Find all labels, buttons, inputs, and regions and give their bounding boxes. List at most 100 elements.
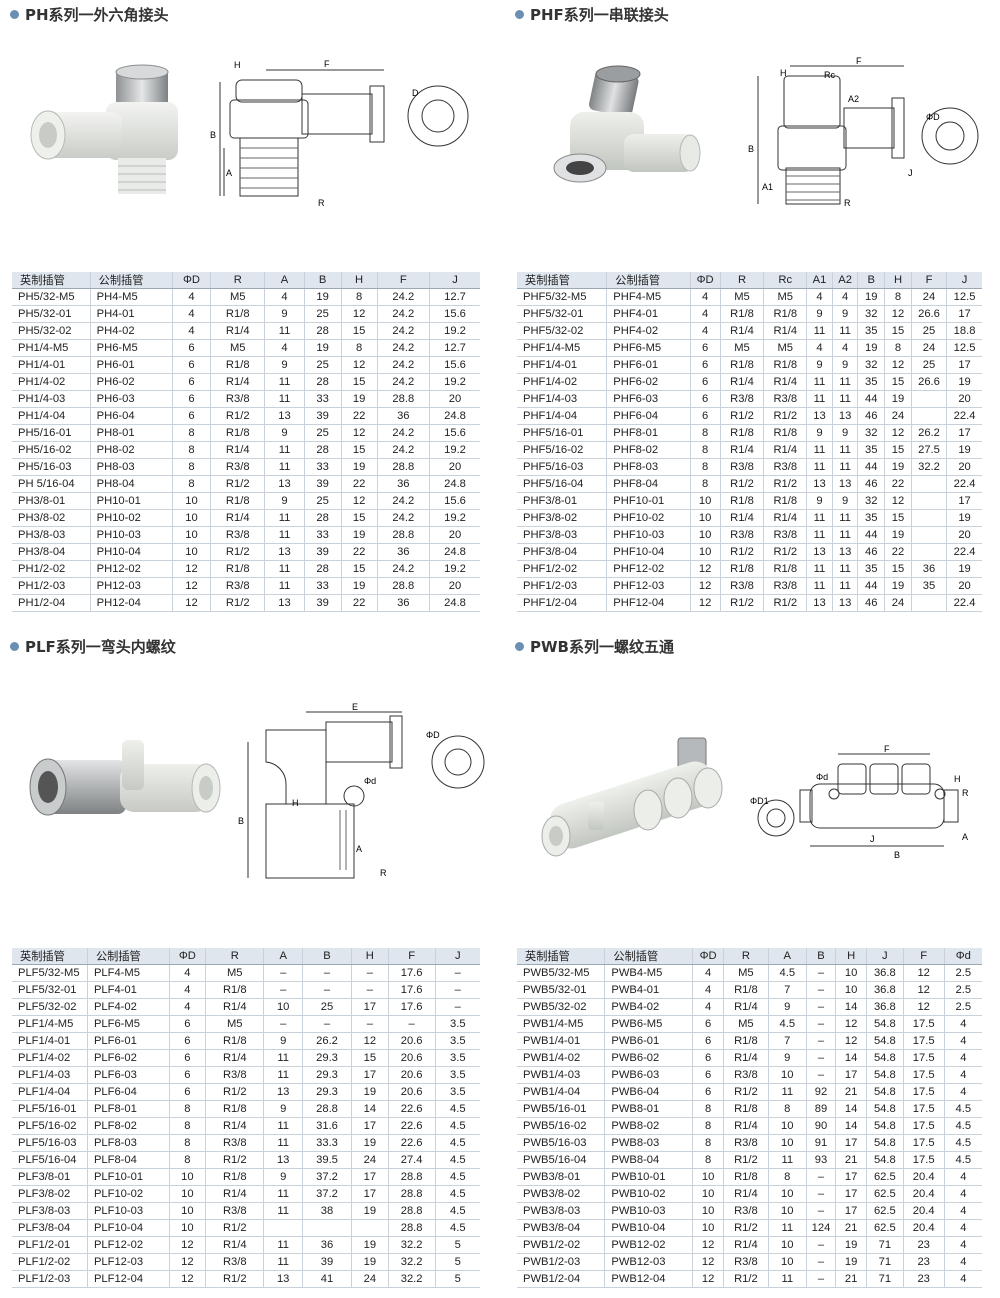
table-cell: 3.5 [435, 1032, 480, 1050]
table-cell: 124 [806, 1219, 837, 1237]
table-cell: 19 [946, 509, 982, 527]
table-cell: – [806, 1236, 837, 1254]
table-cell: PH10-01 [90, 492, 173, 510]
pwb-fitting-photo [541, 737, 723, 857]
table-cell: PLF5/16-01 [12, 1100, 88, 1118]
table-cell: PLF3/8-01 [12, 1168, 88, 1186]
table-cell: PWB1/4-04 [517, 1083, 606, 1101]
table-cell: 4 [692, 981, 724, 999]
table-cell: 19 [835, 1253, 867, 1271]
table-cell: PH1/2-04 [12, 594, 91, 612]
dim-label: Φd [816, 772, 828, 782]
table-cell: 17 [835, 1066, 867, 1084]
table-cell: – [806, 1015, 837, 1033]
column-header: ΦD [692, 948, 724, 965]
table-cell: 35 [857, 322, 886, 340]
table-cell: 12 [172, 577, 211, 595]
table-cell: R1/8 [205, 981, 265, 999]
pwb-dimension-drawing: F Φd ΦD1 H R J B A [750, 744, 969, 860]
table-cell: – [435, 998, 480, 1016]
table-cell: PHF6-02 [606, 373, 691, 391]
column-header: R [723, 948, 769, 965]
table-cell: PHF5/32-02 [517, 322, 608, 340]
table-cell: 19 [304, 339, 342, 357]
table-cell: R1/4 [763, 441, 808, 459]
table-cell: 8 [690, 441, 721, 459]
table-cell: 8 [768, 1100, 807, 1118]
table-cell: PHF4-02 [606, 322, 691, 340]
phf-fitting-photo [553, 65, 701, 183]
table-cell: R1/8 [205, 1168, 265, 1186]
table-cell: 22.4 [946, 594, 982, 612]
table-cell: 11 [832, 526, 859, 544]
table-cell: 20.6 [388, 1049, 436, 1067]
column-header: 公制插管 [604, 948, 694, 965]
table-cell: 9 [263, 1168, 304, 1186]
table-cell: PLF1/2-03 [12, 1270, 88, 1288]
table-cell: PLF6-01 [87, 1032, 170, 1050]
table-cell: 8 [169, 1134, 207, 1152]
table-cell: 9 [264, 424, 305, 442]
table-cell: 54.8 [866, 1032, 904, 1050]
table-cell: R1/4 [723, 1185, 769, 1203]
table-cell: PLF12-04 [87, 1270, 170, 1288]
table-cell: PLF1/2-01 [12, 1236, 88, 1254]
table-cell: 12 [884, 492, 912, 510]
table-cell: 44 [857, 458, 886, 476]
table-cell: 10 [172, 509, 211, 527]
table-cell: 4 [944, 1015, 982, 1033]
table-cell: M5 [205, 964, 265, 982]
table-cell: 10 [768, 1134, 807, 1152]
table-cell: R3/8 [205, 1066, 265, 1084]
table-cell: 33 [304, 458, 342, 476]
table-cell: PH1/4-M5 [12, 339, 91, 357]
table-cell: 4 [690, 322, 721, 340]
column-header: H [884, 272, 912, 289]
table-cell: PHF1/4-03 [517, 390, 608, 408]
table-cell: 36 [377, 594, 431, 612]
table-cell: PHF5/32-01 [517, 305, 608, 323]
table-cell: 11 [832, 509, 859, 527]
table-cell: 22 [341, 594, 378, 612]
table-cell: PLF5/32-02 [12, 998, 88, 1016]
table-cell: PH 5/16-04 [12, 475, 91, 493]
table-cell: PHF6-03 [606, 390, 691, 408]
table-cell: PH4-M5 [90, 288, 173, 306]
table-cell: 11 [806, 577, 833, 595]
column-header: 英制插管 [12, 272, 91, 289]
section-title-text: PH系列一外六角接头 [25, 6, 169, 24]
table-cell: 20 [946, 390, 982, 408]
table-cell: 9 [768, 1049, 807, 1067]
table-cell: R3/8 [723, 1253, 769, 1271]
table-cell: 32.2 [388, 1236, 436, 1254]
table-cell: 26.2 [911, 424, 948, 442]
column-header: B [857, 272, 886, 289]
table-cell: 22.6 [388, 1134, 436, 1152]
table-cell: M5 [763, 288, 808, 306]
table-cell: 10 [169, 1185, 207, 1203]
table-cell: 7 [768, 1032, 807, 1050]
table-cell: 11 [806, 526, 833, 544]
dim-label: Φd [364, 776, 376, 786]
table-cell: PWB8-01 [604, 1100, 694, 1118]
table-cell: 19 [884, 526, 912, 544]
table-cell: 4 [690, 305, 721, 323]
table-cell: 15 [341, 322, 378, 340]
table-cell: 25 [302, 998, 352, 1016]
dim-label: A2 [848, 94, 859, 104]
table-cell: PWB5/16-01 [517, 1100, 606, 1118]
table-cell: R1/2 [763, 594, 808, 612]
table-cell: PLF6-03 [87, 1066, 170, 1084]
dim-label: Rc [824, 70, 835, 80]
table-cell: PWB1/2-04 [517, 1270, 606, 1288]
table-cell: 17 [946, 424, 982, 442]
table-cell: 11 [832, 322, 859, 340]
table-cell: PLF1/4-M5 [12, 1015, 88, 1033]
table-cell: PH6-04 [90, 407, 173, 425]
table-cell: 10 [692, 1202, 724, 1220]
table-cell: 17.6 [388, 964, 436, 982]
table-cell: PH12-02 [90, 560, 173, 578]
